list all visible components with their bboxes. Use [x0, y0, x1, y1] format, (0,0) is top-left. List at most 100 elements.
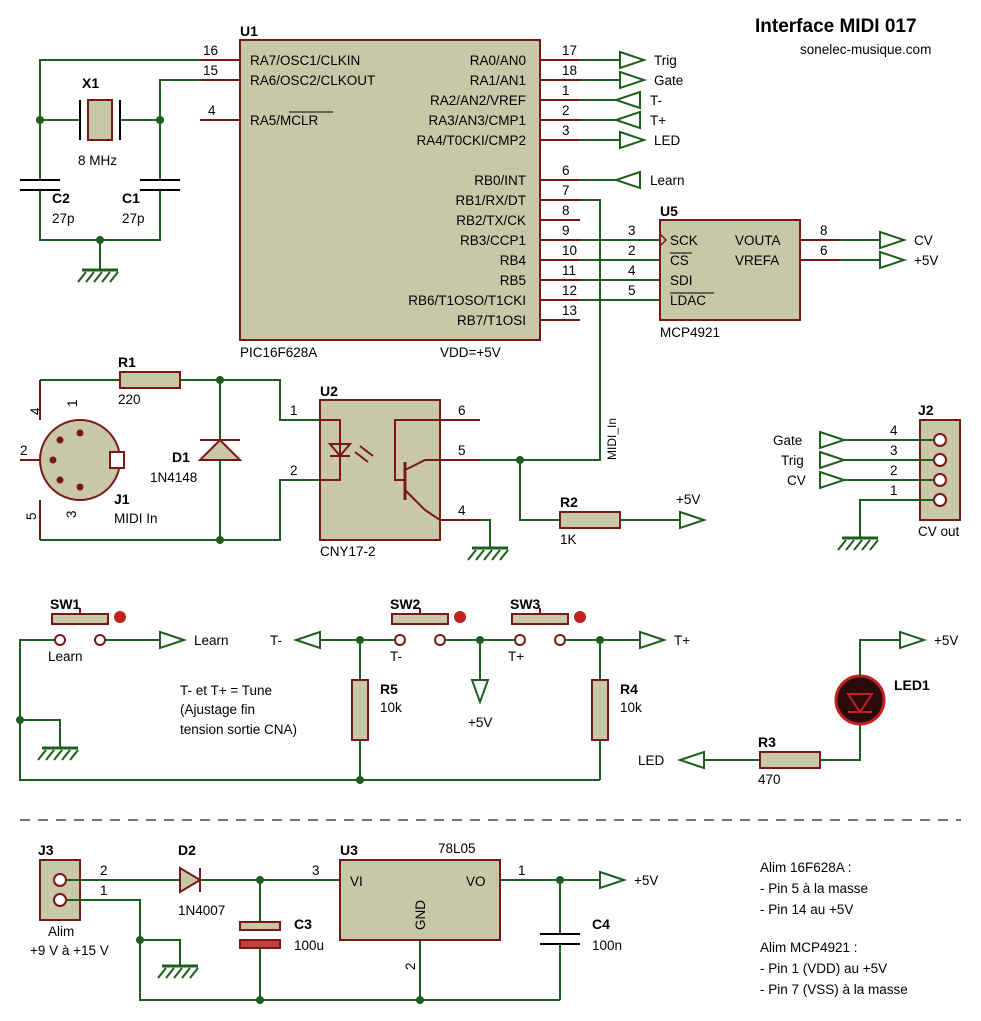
- u3-pin2: 2: [403, 962, 418, 970]
- learn-in-arrow: [612, 170, 641, 190]
- c2-value: 27p: [52, 211, 75, 226]
- r1-resistor: [119, 371, 181, 389]
- sw2-label: T-: [390, 649, 402, 664]
- c4-value: 100n: [592, 938, 622, 953]
- c1-value: 27p: [122, 211, 145, 226]
- r3-resistor: [759, 751, 821, 769]
- supply-5v-arrow: [599, 870, 628, 890]
- c3-plate-pos: [239, 921, 281, 931]
- sw2-button[interactable]: [391, 613, 449, 625]
- u1-pin-number: 12: [562, 283, 577, 298]
- cv-label: CV: [914, 233, 933, 248]
- vref-5v-arrow: [879, 250, 908, 270]
- u3-pin3: 3: [312, 863, 320, 878]
- u5-pin5-num: 5: [628, 283, 636, 298]
- u1-pin-number: 13: [562, 303, 577, 318]
- u1-pin-number: 6: [562, 163, 570, 178]
- u1-pin16-name: RA7/OSC1/CLKIN: [250, 53, 360, 68]
- u1-pin-name: RB1/RX/DT: [455, 193, 526, 208]
- u5-pin2-num: 2: [628, 243, 636, 258]
- tune-note-2: (Ajustage fin: [180, 702, 255, 717]
- d2-value: 1N4007: [178, 903, 225, 918]
- u3-body: [339, 859, 501, 941]
- sw3-label: T+: [508, 649, 524, 664]
- vref-5v-label: +5V: [914, 253, 938, 268]
- r5-resistor: [351, 679, 369, 741]
- u1-pin-name: RA4/T0CKI/CMP2: [416, 133, 526, 148]
- crystal-x1: [87, 99, 113, 141]
- trig-out-arrow: [619, 50, 648, 70]
- led1-body: [834, 674, 886, 726]
- j1-value: MIDI In: [114, 511, 158, 526]
- sw-5v-arrow: [470, 679, 490, 705]
- c1-ref: C1: [122, 190, 140, 206]
- tune-note-1: T- et T+ = Tune: [180, 683, 272, 698]
- sw2-contact-a: [394, 634, 406, 646]
- tminus-label: T-: [650, 93, 662, 108]
- tminus-in-arrow: [612, 90, 641, 110]
- d2-diode: [179, 866, 202, 894]
- r3-ref: R3: [758, 734, 776, 750]
- u1-ref: U1: [240, 23, 258, 39]
- sw1-contact-b: [94, 634, 106, 646]
- u1-pin-name: RB0/INT: [474, 173, 526, 188]
- u1-pin4-name: RA5/MCLR: [250, 113, 319, 128]
- r3-value: 470: [758, 772, 781, 787]
- c3-ref: C3: [294, 916, 312, 932]
- j3-pin1: 1: [100, 883, 108, 898]
- j1-pin5: 5: [24, 512, 39, 520]
- u1-pin-number: 3: [562, 123, 570, 138]
- tplus-out-arrow: [639, 630, 668, 650]
- sw3-tplus-net: T+: [674, 633, 690, 648]
- u2-pin1: 1: [290, 403, 298, 418]
- j2-gate-label: Gate: [773, 433, 802, 448]
- r5-ref: R5: [380, 681, 398, 697]
- midi-in-net-label: MIDI_In: [605, 418, 619, 460]
- sw1-button[interactable]: [51, 613, 109, 625]
- j3-range: +9 V à +15 V: [30, 943, 109, 958]
- j2-cv-label: CV: [787, 473, 806, 488]
- c4-ref: C4: [592, 916, 610, 932]
- u5-vrefa: VREFA: [735, 253, 779, 268]
- u1-pin-number: 11: [562, 263, 576, 278]
- led-in-arrow: [676, 750, 705, 770]
- u1-pin-name: RB4: [500, 253, 527, 268]
- x1-value: 8 MHz: [78, 153, 117, 168]
- j1-pin3: 3: [64, 510, 79, 518]
- u2-pin6: 6: [458, 403, 466, 418]
- c2-ref: C2: [52, 190, 70, 206]
- j2-trig-label: Trig: [781, 453, 804, 468]
- sw1-learn-label: Learn: [194, 633, 229, 648]
- sw2-ref: SW2: [390, 596, 421, 612]
- sw-5v-label: +5V: [468, 715, 492, 730]
- u5-body: [659, 219, 801, 321]
- u1-pin-number: 18: [562, 63, 577, 78]
- site-name: sonelec-musique.com: [800, 42, 931, 57]
- sw3-button[interactable]: [511, 613, 569, 625]
- d2-ref: D2: [178, 842, 196, 858]
- u5-ref: U5: [660, 203, 678, 219]
- u1-pin-number: 9: [562, 223, 570, 238]
- u1-pin-number: 17: [562, 43, 577, 58]
- sw3-contact-b: [554, 634, 566, 646]
- led-out-arrow: [619, 130, 648, 150]
- u1-part: PIC16F628A: [240, 345, 317, 360]
- u1-pin-name: RB6/T1OSO/T1CKI: [408, 293, 526, 308]
- u5-cs: CS: [670, 253, 689, 268]
- u1-pin-name: RA1/AN1: [470, 73, 526, 88]
- j2-ref: J2: [918, 402, 934, 418]
- x1-ref: X1: [82, 75, 99, 91]
- u1-pin-number: 7: [562, 183, 570, 198]
- r5-value: 10k: [380, 700, 402, 715]
- u2-ref: U2: [320, 383, 338, 399]
- led-5v-label: +5V: [934, 633, 958, 648]
- tminus-out-arrow: [292, 630, 321, 650]
- gate-out-arrow: [619, 70, 648, 90]
- u1-pin-number: 8: [562, 203, 570, 218]
- power-note-5: Alim MCP4921 :: [760, 940, 858, 955]
- sw1-contact-a: [54, 634, 66, 646]
- u2-part: CNY17-2: [320, 544, 376, 559]
- r2-ref: R2: [560, 494, 578, 510]
- r1-ref: R1: [118, 354, 136, 370]
